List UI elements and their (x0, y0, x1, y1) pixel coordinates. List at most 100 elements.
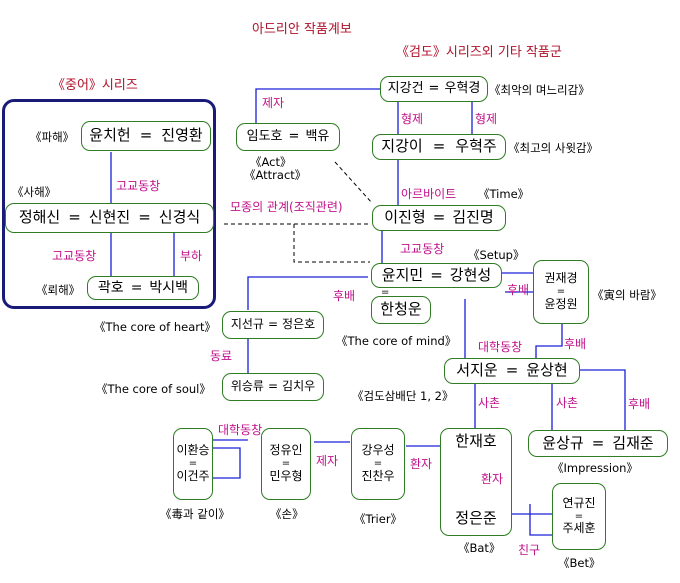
character-name: 강우성 (361, 443, 395, 458)
node-kwon: 권재경 = 윤정원 (533, 260, 589, 324)
character-name: 윤상규 (542, 433, 584, 452)
couple-equals: = (591, 433, 605, 452)
character-name: 진영환 (161, 126, 203, 145)
character-name: 주세훈 (562, 521, 596, 536)
character-name: 김치우 (282, 379, 316, 394)
couple-equals: = (267, 317, 279, 332)
relation-label: 후배 (564, 337, 587, 351)
relation-label: 친구 (518, 543, 541, 557)
character-name: 민우형 (269, 468, 303, 483)
character-name: 지강이 (381, 137, 423, 156)
node-yunsanggyu: 윤상규 = 김재준 (528, 430, 668, 457)
character-name: 서지운 (456, 361, 498, 380)
couple-equals: = (430, 265, 443, 284)
node-seojiun: 서지운 = 윤상현 (444, 358, 580, 384)
character-name: 한재호 (455, 432, 497, 450)
node-roehae: 곽호 = 박시백 (87, 276, 199, 300)
relation-label: 모종의 관계(조직관련) (230, 200, 343, 214)
relation-label: 대학동창 (478, 340, 523, 354)
node-imdoho: 임도호 = 백유 (236, 123, 340, 151)
work-label: 《Attract》 (244, 168, 307, 182)
relation-label: 환자 (481, 472, 504, 486)
relation-label: 후배 (507, 283, 530, 297)
character-name: 강현성 (449, 265, 492, 284)
node-yeongyujin: 연규진 = 주세훈 (552, 483, 606, 550)
node-wiseung: 위승류 = 김치우 (222, 373, 324, 401)
relation-label: 고교동창 (400, 242, 445, 256)
work-label: 《The core of mind》 (336, 334, 457, 348)
relation-label: 아르바이트 (401, 187, 457, 201)
couple-equals: = (505, 361, 519, 380)
relation-label: 제자 (262, 96, 285, 110)
relation-label: 후배 (333, 289, 356, 303)
relation-label: 후배 (628, 397, 651, 411)
character-name: 김진명 (452, 208, 494, 227)
character-name: 정유인 (269, 443, 303, 458)
node-lee-hwanseung: 이환승 = 이건주 (173, 428, 213, 500)
relation-label: 동료 (210, 349, 233, 363)
node-yunjimin: 윤지민 = 강현성 (371, 263, 502, 288)
stack-equals: = (373, 458, 383, 470)
couple-equals: = (432, 137, 446, 156)
relation-label: 대학동창 (218, 423, 263, 437)
character-name: 우혁주 (455, 137, 497, 156)
character-name: 곽호 (97, 279, 124, 296)
node-jeongyuin: 정유인 = 민우형 (261, 428, 311, 500)
relation-label: 고교동창 (116, 179, 161, 193)
work-label: 《Trier》 (354, 512, 403, 526)
node-hancheongun: 한청운 (371, 296, 431, 324)
character-name: 우혁경 (444, 80, 481, 96)
zhonger-series-heading: 《중어》시리즈 (52, 78, 138, 93)
node-jiseon: 지선규 = 정은호 (222, 311, 324, 339)
node-pahae: 윤치헌 = 진영환 (81, 121, 211, 151)
character-name: 정해신 (18, 208, 61, 227)
character-name: 정은준 (455, 508, 497, 527)
work-label: 《The core of heart》 (94, 320, 216, 334)
work-label: 《최악의 며느리감》 (489, 83, 590, 97)
character-name: 진찬우 (361, 468, 395, 483)
node-jigangi: 지강이 = 우혁주 (372, 134, 506, 160)
work-label: 《毒과 같이》 (160, 507, 230, 521)
page-title: 아드리안 작품계보 (252, 22, 352, 37)
character-name: 윤상현 (526, 361, 568, 380)
node-kangwooseong: 강우성 = 진찬우 (351, 428, 405, 500)
work-label: 《손》 (270, 507, 304, 521)
relation-label: 형제 (475, 112, 498, 126)
work-label: 《Act》 (250, 155, 292, 169)
work-label: 《The core of soul》 (96, 382, 211, 396)
node-hanjaeho: 한재호 정은준 (440, 428, 512, 536)
zhonger-series-frame (2, 99, 216, 309)
character-name: 이환승 (176, 443, 210, 458)
geomdo-series-heading: 《검도》시리즈외 기타 작품군 (396, 45, 562, 60)
stack-equals: = (188, 458, 198, 470)
couple-equals: = (130, 279, 143, 296)
relation-label: 고교동창 (52, 249, 97, 263)
character-name: 이건주 (176, 468, 210, 483)
relation-label: 환자 (410, 457, 433, 471)
work-label: 《뢰해》 (36, 283, 81, 297)
character-name: 신경식 (158, 208, 201, 227)
character-name: 한청운 (380, 300, 422, 319)
character-name: 윤치헌 (89, 126, 131, 145)
work-label: 《Setup》 (468, 248, 525, 262)
stack-equals: = (574, 510, 584, 522)
couple-equals: = (428, 80, 440, 96)
work-label: 《寅의 바람》 (592, 288, 662, 302)
stack-equals: = (281, 458, 291, 470)
character-name: 정은호 (282, 317, 316, 332)
relation-label: 제자 (316, 454, 339, 468)
node-lee-jinhyeong: 이진형 = 김진명 (372, 205, 506, 231)
relation-label: 형제 (401, 112, 424, 126)
node-jigangeon: 지강건 = 우혁경 (380, 76, 488, 102)
relation-label: 사촌 (556, 396, 579, 410)
work-label: 《파해》 (30, 130, 75, 144)
character-name: 윤정원 (544, 296, 578, 311)
couple-equals: = (138, 208, 151, 227)
character-name: 백유 (305, 128, 330, 144)
character-name: 권재경 (544, 271, 578, 286)
character-name: 임도호 (246, 128, 283, 144)
character-name: 김재준 (612, 433, 654, 452)
work-label: 《검도삼배단 1, 2》 (352, 389, 454, 403)
character-name: 박시백 (149, 279, 189, 296)
